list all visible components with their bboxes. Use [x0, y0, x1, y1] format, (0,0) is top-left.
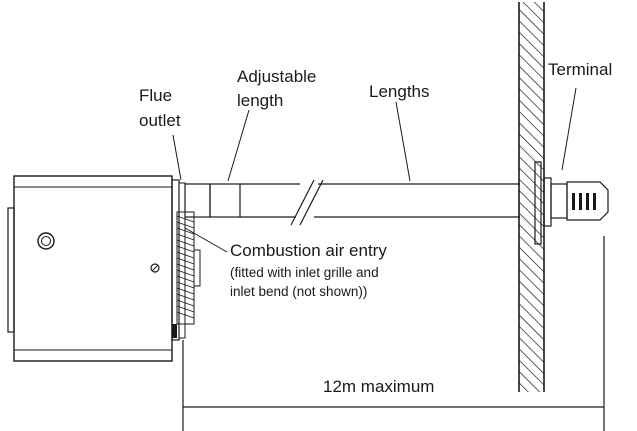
pipe-break-mark — [290, 179, 315, 226]
terminal-leader — [561, 87, 577, 171]
combustion-air-note: (fitted with inlet grille and inlet bend… — [230, 265, 382, 299]
control-knob-icon — [37, 232, 55, 250]
terminal-assembly — [534, 161, 609, 245]
combustion-air-leader — [184, 227, 228, 253]
wall — [518, 2, 545, 392]
terminal-vent-slots — [572, 193, 596, 210]
adjustable-length-leader — [227, 109, 250, 182]
heater-unit — [7, 175, 173, 362]
combustion-air-entry-label: Combustion air entry — [230, 241, 387, 260]
combustion-air-grille — [176, 211, 201, 325]
lengths-label: Lengths — [369, 82, 430, 101]
lengths-leader — [395, 101, 411, 182]
screw-icon — [150, 263, 160, 273]
flue-pipe — [184, 179, 520, 226]
flue-outlet-leader — [172, 134, 182, 181]
flue-outlet-label: Flue outlet — [139, 86, 181, 130]
adjustable-length-label: Adjustable length — [237, 67, 321, 110]
terminal-label: Terminal — [548, 60, 612, 79]
dimension-label: 12m maximum — [323, 377, 434, 396]
dimension-line — [182, 236, 605, 431]
